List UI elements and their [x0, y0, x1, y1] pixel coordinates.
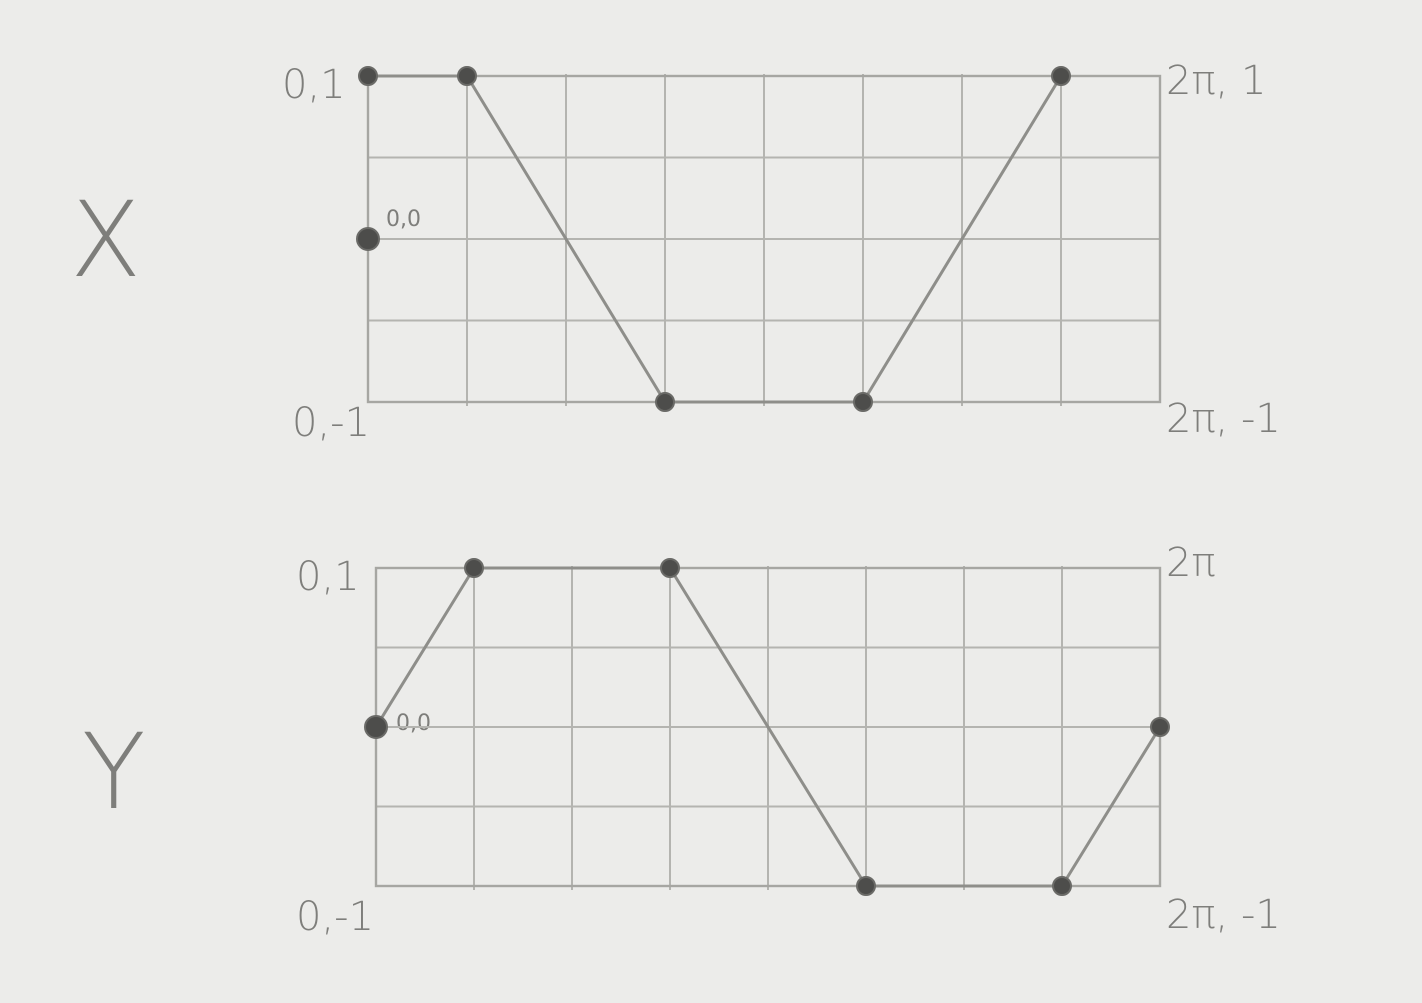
x-chart-bottom-left-label: 0,-1	[292, 400, 370, 446]
x-chart-origin-label: 0,0	[386, 207, 421, 232]
y-chart-point-2	[464, 558, 484, 578]
x-chart-top-left-label: 0,1	[282, 62, 346, 108]
x-chart-bottom-right-label: 2π, -1	[1166, 396, 1281, 442]
y-chart-point-3	[660, 558, 680, 578]
x-chart-point-1	[358, 66, 378, 86]
y-chart-series-line	[374, 566, 1162, 888]
y-chart-origin-label: 0,0	[396, 711, 431, 736]
y-chart-point-4	[856, 876, 876, 896]
y-chart-label: Y	[82, 711, 146, 833]
y-chart: Y 0,1 0,-1 2π 2π, -1 0,0	[82, 540, 1281, 940]
x-chart-point-3	[655, 392, 675, 412]
y-chart-top-right-label: 2π	[1166, 540, 1216, 586]
x-chart-point-4	[853, 392, 873, 412]
x-chart-points	[356, 66, 1071, 412]
x-chart-top-right-label: 2π, 1	[1166, 58, 1266, 104]
x-chart-grid	[366, 74, 1162, 406]
x-chart-origin-point	[356, 227, 380, 251]
x-chart-label: X	[70, 179, 141, 301]
y-chart-origin-point	[364, 715, 388, 739]
x-chart: X 0,1 0,-1 2π, 1 2π, -1 0,0	[70, 58, 1281, 446]
y-chart-bottom-right-label: 2π, -1	[1166, 892, 1281, 938]
x-chart-point-5	[1051, 66, 1071, 86]
y-chart-points	[364, 558, 1170, 896]
y-chart-series	[374, 566, 1162, 888]
y-chart-point-5	[1052, 876, 1072, 896]
x-chart-point-2	[457, 66, 477, 86]
y-chart-bottom-left-label: 0,-1	[296, 894, 374, 940]
y-chart-point-6	[1150, 717, 1170, 737]
y-chart-top-left-label: 0,1	[296, 554, 360, 600]
